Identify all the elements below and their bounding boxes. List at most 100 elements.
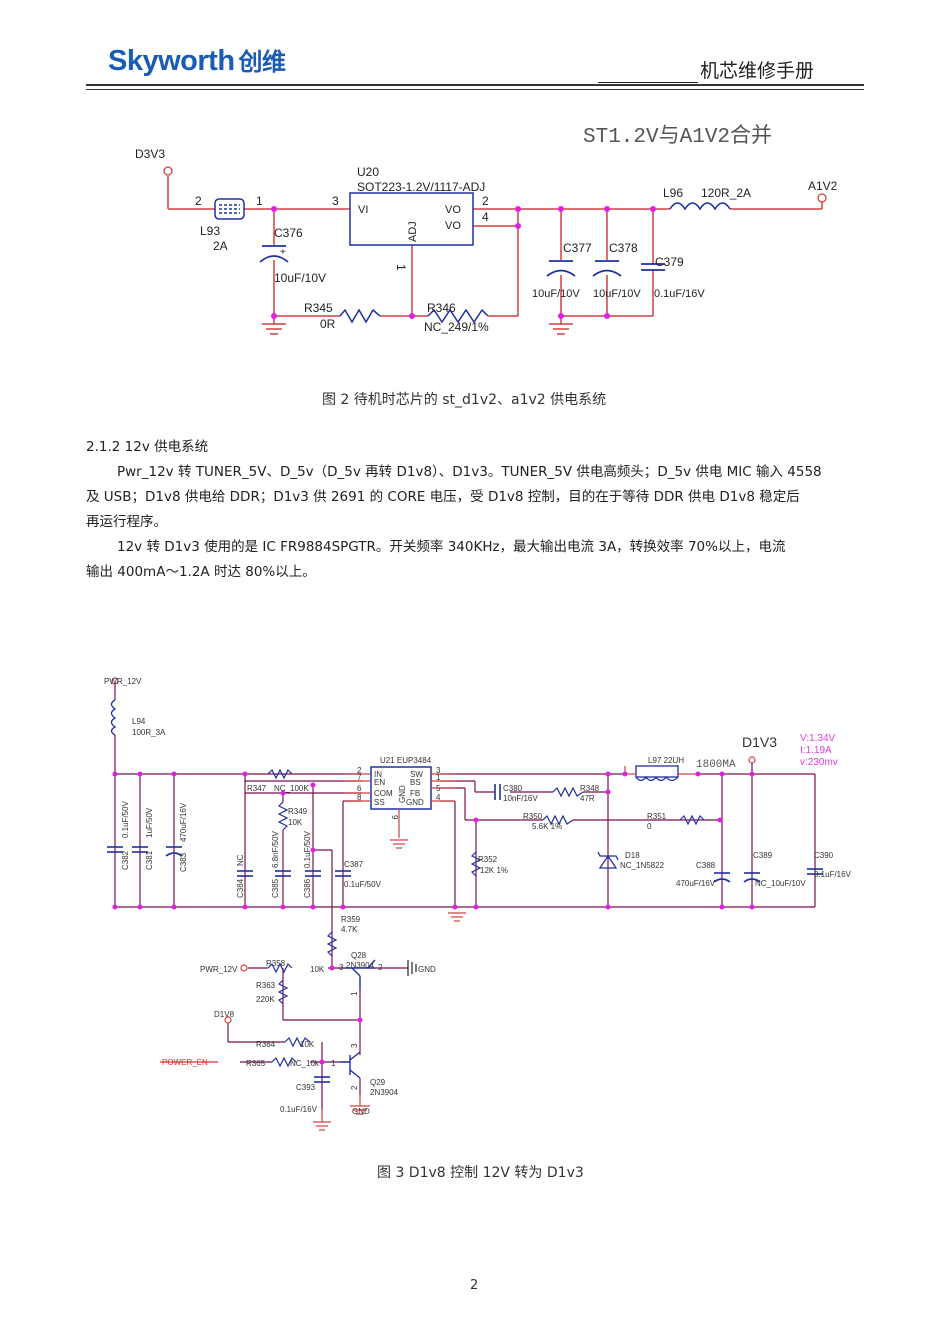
measurement-current: I:1.19A [800, 745, 832, 756]
value-r364: 10K [300, 1040, 315, 1049]
net-label-a1v2: A1V2 [808, 179, 838, 193]
ref-c387: C387 [344, 860, 364, 869]
value-r348: 47R [580, 794, 595, 803]
junction-dots [271, 206, 656, 319]
pin-number: 5 [436, 784, 441, 793]
ref-r346: R346 [427, 301, 456, 315]
pin-label: 1 [394, 264, 408, 271]
value-c390: 0.1uF/16V [814, 870, 852, 879]
value-c378: 10uF/10V [593, 288, 641, 300]
paragraph-line: 及 USB；D1v8 供电给 DDR；D1v3 供 2691 的 CORE 电压… [86, 489, 800, 505]
brand-name-cn: 创维 [238, 48, 287, 76]
ref-c384: C384 [236, 878, 245, 898]
pin-name: GND [406, 798, 424, 807]
figure3-caption: 图 3 D1v8 控制 12V 转为 D1v3 [377, 1165, 584, 1181]
value-c380: 10nF/16V [503, 794, 538, 803]
ref-r349: R349 [288, 807, 308, 816]
value-r359: 4.7K [341, 925, 358, 934]
ic-u20 [349, 192, 474, 246]
ref-u21: U21 EUP3484 [380, 756, 432, 765]
ref-q28: Q28 [351, 951, 367, 960]
pin-name: COM [374, 789, 393, 798]
value-c377: 10uF/10V [532, 288, 580, 300]
ref-c377: C377 [563, 241, 592, 255]
pin-number: 2 [378, 963, 383, 972]
net-port-a1v2-icon [817, 193, 827, 203]
ref-r350: R350 [523, 812, 543, 821]
value-r346: NC_249/1% [424, 320, 489, 334]
pin-label: 2 [195, 194, 202, 208]
net-label-d3v3: D3V3 [135, 147, 165, 161]
net-label-pwr12v: PWR_12V [200, 965, 238, 974]
pin-number: 1 [350, 991, 359, 996]
net-port-d1v3-icon [748, 756, 756, 764]
pin-name: IN [374, 770, 382, 779]
ref-r352: R352 [478, 855, 498, 864]
value-c382: 0.1uF/50V [121, 800, 130, 838]
pin-number: 3 [350, 1043, 359, 1048]
ref-l93: L93 [200, 224, 220, 238]
pin-name: FB [410, 789, 420, 798]
ref-d18: D18 [625, 851, 640, 860]
npn-transistor-icon [345, 959, 376, 1079]
ref-c388: C388 [696, 861, 716, 870]
capacitor-icon [259, 245, 665, 277]
ref-c376: C376 [274, 226, 303, 240]
net-label-gnd: GND [418, 965, 436, 974]
paragraph-line: Pwr_12v 转 TUNER_5V、D_5v（D_5v 再转 D1v8）、D1… [117, 464, 822, 480]
value-r350: 5.6K 1% [532, 822, 562, 831]
value-r351: 0 [647, 822, 652, 831]
value-r345: 0R [320, 317, 336, 331]
pin-number: 2 [357, 766, 362, 775]
pin-label: 1 [256, 194, 263, 208]
value-c388: 470uF/16V [676, 879, 716, 888]
ref-c381: C381 [145, 850, 154, 870]
header-rule [86, 84, 864, 86]
ref-c386: C386 [303, 878, 312, 898]
value-c386: 0.1uF/50V [303, 830, 312, 868]
ref-r364: R364 [256, 1040, 276, 1049]
net-label-pwr12v: PWR_12V [104, 677, 142, 686]
ref-r365: R365 [246, 1059, 266, 1068]
ground-icon [262, 323, 573, 335]
inductor-icon [669, 202, 731, 211]
pin-number: 3 [436, 766, 441, 775]
net-label-gnd: GND [352, 1107, 370, 1116]
value-q29: 2N3904 [370, 1088, 399, 1097]
value-q28: 2N3904 [346, 961, 375, 970]
pin-name: SS [374, 798, 385, 807]
value-l96: 120R_2A [701, 186, 751, 200]
ref-l97: L97 22UH [648, 756, 684, 765]
inductor-icon [635, 765, 679, 782]
brand-name-en: Skyworth [108, 45, 235, 77]
pin-number: 8 [357, 793, 362, 802]
ground-icon [407, 960, 417, 976]
section-heading: 2.1.2 12v 供电系统 [86, 439, 209, 455]
pin-name: BS [410, 778, 421, 787]
page-number: 2 [470, 1278, 479, 1293]
pin-name: SW [410, 770, 423, 779]
ref-r345: R345 [304, 301, 333, 315]
paragraph-line: 12v 转 D1v3 使用的是 IC FR9884SPGTR。开关频率 340K… [117, 539, 786, 555]
ref-c383: C383 [179, 852, 188, 872]
ic-u21 [370, 766, 432, 810]
ref-l94: L94 [132, 717, 146, 726]
ref-r348: R348 [580, 784, 600, 793]
value-l94: 100R_3A [132, 728, 166, 737]
figure2-caption: 图 2 待机时芯片的 st_d1v2、a1v2 供电系统 [322, 392, 607, 408]
pin-name: GND [398, 785, 407, 803]
ref-c380: C380 [503, 784, 523, 793]
value-c383: 470uF/16V [179, 802, 188, 842]
pin-number: 1 [436, 773, 441, 782]
value-r365: NC_10k [290, 1059, 320, 1068]
pin-label: 4 [482, 210, 489, 224]
net-port-pwr12v-icon [111, 677, 119, 685]
net-port-d3v3-icon [163, 166, 173, 176]
ref-q29: Q29 [370, 1078, 386, 1087]
figure3-schematic: PWR_12V L94 100R_3A C382 0.1uF/50V C381 … [104, 677, 852, 1131]
header-rule-thin [86, 89, 864, 90]
pin-name: EN [374, 778, 385, 787]
polarity-mark: + [280, 247, 286, 258]
value-c376: 10uF/10V [274, 271, 326, 285]
